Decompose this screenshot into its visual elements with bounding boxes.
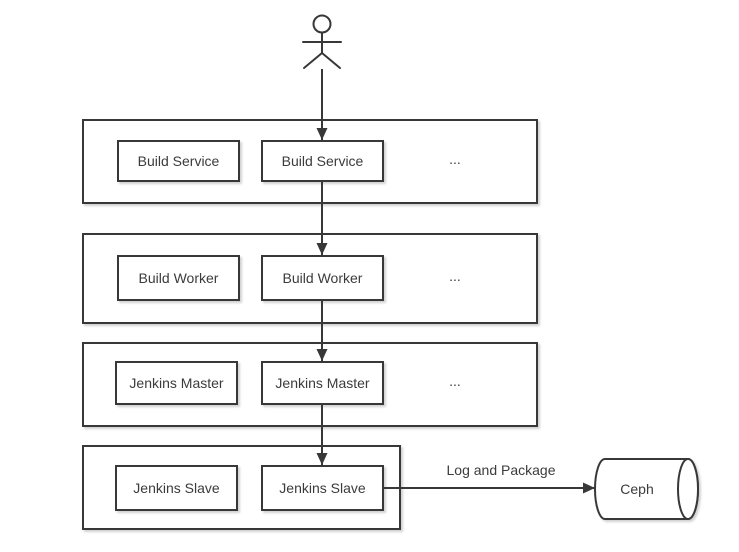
node-build-worker-1-box	[117, 255, 240, 301]
node-jenkins-master-2-label: Jenkins Master	[275, 375, 369, 391]
node-jenkins-slave-2-box	[261, 465, 384, 511]
node-jenkins-master-2: Jenkins Master	[261, 361, 384, 405]
node-build-service-1: Build Service	[117, 140, 240, 182]
edge-jenkins-slave-to-ceph: Log and Package	[383, 462, 595, 494]
edge-log-and-package-label: Log and Package	[447, 462, 556, 478]
node-jenkins-slave-2: Jenkins Slave	[261, 465, 384, 511]
tier-jenkins-master-ellipsis: ...	[449, 373, 461, 389]
node-build-service-1-label: Build Service	[138, 153, 220, 169]
storage-ceph: Ceph	[594, 458, 699, 520]
actor-leg-left	[303, 52, 323, 69]
node-build-worker-2: Build Worker	[261, 255, 384, 301]
ceph-cylinder-cap	[677, 458, 699, 520]
tier-jenkins-slave: Jenkins Slave Jenkins Slave	[82, 445, 401, 530]
node-build-service-2: Build Service	[261, 140, 384, 182]
node-build-service-1-box	[117, 140, 240, 182]
node-build-worker-1-label: Build Worker	[139, 270, 219, 286]
ceph-label: Ceph	[620, 481, 653, 497]
tier-jenkins-master: Jenkins Master Jenkins Master ...	[82, 342, 538, 427]
actor-head	[312, 14, 332, 34]
node-build-worker-2-label: Build Worker	[283, 270, 363, 286]
node-build-service-2-label: Build Service	[282, 153, 364, 169]
node-jenkins-master-1-box	[115, 361, 238, 405]
node-jenkins-master-1: Jenkins Master	[115, 361, 238, 405]
tier-build-service: Build Service Build Service ...	[82, 119, 538, 204]
node-jenkins-master-1-label: Jenkins Master	[129, 375, 223, 391]
node-jenkins-slave-1: Jenkins Slave	[115, 465, 238, 511]
node-jenkins-slave-2-label: Jenkins Slave	[279, 480, 366, 496]
user-actor	[302, 14, 342, 69]
tier-build-worker: Build Worker Build Worker ...	[82, 233, 538, 324]
node-jenkins-slave-1-box	[115, 465, 238, 511]
node-build-worker-1: Build Worker	[117, 255, 240, 301]
tier-build-worker-ellipsis: ...	[449, 268, 461, 284]
node-jenkins-slave-1-label: Jenkins Slave	[133, 480, 220, 496]
node-build-worker-2-box	[261, 255, 384, 301]
actor-leg-right	[321, 52, 341, 69]
tier-build-service-ellipsis: ...	[449, 151, 461, 167]
